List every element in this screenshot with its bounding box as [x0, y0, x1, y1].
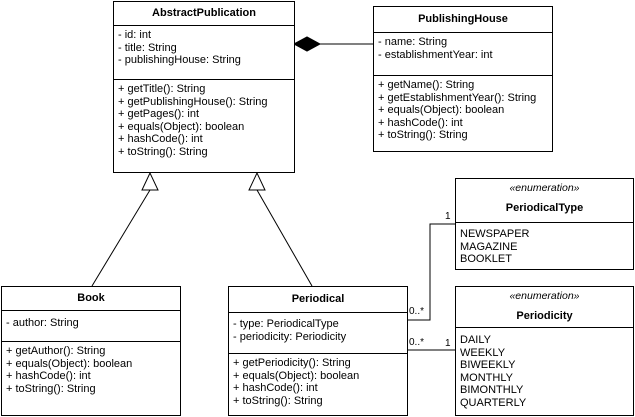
enum-literal: BIMONTHLY [460, 384, 524, 397]
enum-literal: MONTHLY [460, 371, 513, 384]
class-name: Periodical [229, 287, 407, 313]
multiplicity-label: 1 [445, 338, 451, 349]
enum-header: «enumeration» PeriodicalType [456, 179, 633, 223]
periodical-inheritance-arrow [248, 171, 266, 191]
class-periodical[interactable]: Periodical - type: PeriodicalType - peri… [228, 286, 408, 416]
attribute: - publishingHouse: String [118, 54, 241, 67]
method: + equals(Object): boolean [378, 104, 505, 117]
methods-section: + getTitle(): String + getPublishingHous… [114, 79, 294, 159]
method: + getTitle(): String [118, 83, 206, 95]
class-name: Book [2, 287, 180, 311]
class-name: Periodicity [516, 310, 573, 322]
method: + getAuthor(): String [6, 345, 106, 357]
literals-section: NEWSPAPER MAGAZINE BOOKLET [456, 223, 633, 266]
enum-literal: MAGAZINE [460, 240, 518, 253]
methods-section: + getAuthor(): String + equals(Object): … [2, 341, 180, 395]
attributes-section: - type: PeriodicalType - periodicity: Pe… [229, 313, 407, 353]
enum-literal: QUARTERLY [460, 396, 527, 409]
method: + getEstablishmentYear(): String [378, 91, 537, 104]
enum-header: «enumeration» Periodicity [456, 287, 633, 328]
method: + toString(): String [6, 382, 96, 395]
attribute: - name: String [378, 36, 448, 48]
method: + toString(): String [233, 394, 323, 407]
method: + hashCode(): int [378, 116, 463, 129]
class-publishing-house[interactable]: PublishingHouse - name: String - establi… [373, 6, 553, 152]
attribute: - type: PeriodicalType [233, 318, 339, 330]
attribute: - author: String [6, 317, 79, 329]
method: + equals(Object): boolean [6, 357, 133, 370]
method: + equals(Object): boolean [118, 120, 245, 133]
method: + getPages(): int [118, 108, 200, 121]
attribute: - establishmentYear: int [378, 48, 493, 61]
periodical-type-association [408, 223, 455, 321]
attribute: - id: int [118, 29, 152, 41]
composition-diamond [292, 36, 322, 52]
literals-section: DAILY WEEKLY BIWEEKLY MONTHLY BIMONTHLY … [456, 328, 633, 410]
class-name: AbstractPublication [114, 2, 294, 26]
multiplicity-label: 0..* [409, 306, 425, 317]
stereotype-label: «enumeration» [509, 182, 580, 194]
periodical-inheritance-line [256, 189, 313, 287]
class-name: PeriodicalType [505, 202, 584, 214]
methods-section: + getName(): String + getEstablishmentYe… [374, 75, 552, 142]
enum-literal: BIWEEKLY [460, 359, 516, 372]
multiplicity-label: 1 [445, 211, 451, 222]
method: + getPeriodicity(): String [233, 357, 351, 369]
attribute: - periodicity: Periodicity [233, 330, 347, 343]
method: + getPublishingHouse(): String [118, 95, 268, 108]
methods-section: + getPeriodicity(): String + equals(Obje… [229, 353, 407, 407]
stereotype-label: «enumeration» [509, 290, 580, 302]
enum-literal: NEWSPAPER [460, 228, 530, 240]
book-inheritance-line [91, 189, 151, 287]
method: + hashCode(): int [233, 382, 318, 395]
enum-periodicity[interactable]: «enumeration» Periodicity DAILY WEEKLY B… [455, 286, 634, 416]
class-book[interactable]: Book - author: String + getAuthor(): Str… [1, 286, 181, 416]
multiplicity-label: 0..* [409, 337, 425, 348]
enum-periodical-type[interactable]: «enumeration» PeriodicalType NEWSPAPER M… [455, 178, 634, 270]
attributes-section: - id: int - title: String - publishingHo… [114, 26, 294, 79]
method: + toString(): String [378, 129, 468, 142]
enum-literal: BOOKLET [460, 253, 512, 266]
method: + getName(): String [378, 79, 475, 91]
attributes-section: - author: String [2, 311, 180, 341]
attributes-section: - name: String - establishmentYear: int [374, 33, 552, 75]
method: + hashCode(): int [6, 370, 91, 383]
class-name: PublishingHouse [374, 7, 552, 33]
class-abstract-publication[interactable]: AbstractPublication - id: int - title: S… [113, 1, 295, 173]
enum-literal: WEEKLY [460, 346, 506, 359]
method: + toString(): String [118, 145, 208, 158]
method: + hashCode(): int [118, 133, 203, 146]
attribute: - title: String [118, 41, 177, 54]
book-inheritance-arrow [141, 171, 159, 191]
method: + equals(Object): boolean [233, 369, 360, 382]
enum-literal: DAILY [460, 334, 491, 346]
